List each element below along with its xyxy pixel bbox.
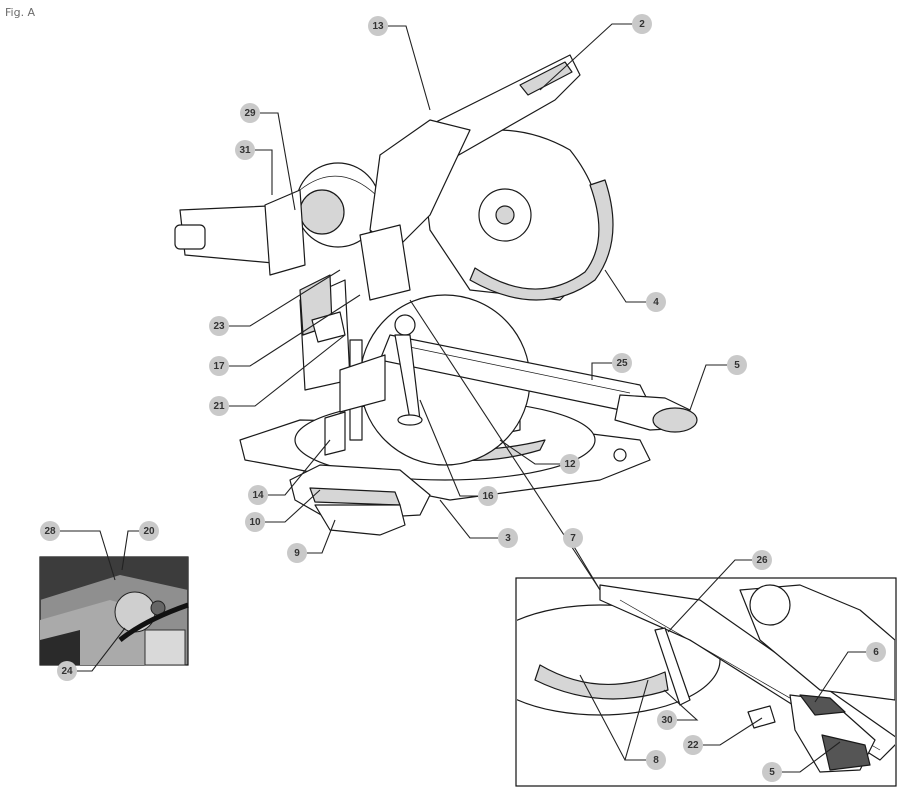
callout-number: 21: [213, 401, 225, 412]
inset-left: [39, 556, 189, 666]
callout-layer: 13 2 29 31 4 23 17 25 5 21 12 14 16 10 3 9 7 28 20 24 26 6 30 2…: [40, 14, 886, 782]
callout-c28: 28: [40, 521, 60, 541]
callout-c7: 7: [563, 528, 583, 548]
callout-number: 14: [252, 490, 264, 501]
callout-circle: [209, 316, 229, 336]
callout-number: 29: [244, 108, 256, 119]
callout-number: 8: [653, 755, 659, 766]
callout-circle: [657, 710, 677, 730]
callout-number: 26: [756, 555, 768, 566]
callout-c23: 23: [209, 316, 229, 336]
callout-circle: [498, 528, 518, 548]
callout-circle: [632, 14, 652, 34]
callout-circle: [40, 521, 60, 541]
callout-circle: [646, 292, 666, 312]
callout-c8: 8: [646, 750, 666, 770]
callout-number: 24: [61, 666, 73, 677]
callout-c5b: 5: [762, 762, 782, 782]
callout-number: 23: [213, 321, 225, 332]
callout-number: 3: [505, 533, 511, 544]
callout-circle: [57, 661, 77, 681]
callout-number: 2: [639, 19, 645, 30]
callout-c24: 24: [57, 661, 77, 681]
callout-number: 4: [653, 297, 659, 308]
callout-number: 30: [661, 715, 673, 726]
callout-c3: 3: [498, 528, 518, 548]
callout-circle: [727, 355, 747, 375]
callout-circle: [560, 454, 580, 474]
callout-circle: [235, 140, 255, 160]
carry-handle-end: [652, 407, 698, 433]
callout-c26: 26: [752, 550, 772, 570]
front-foot: [314, 504, 406, 536]
saw-illustration: [174, 54, 698, 536]
callout-c9: 9: [287, 543, 307, 563]
callout-circle: [752, 550, 772, 570]
callout-number: 6: [873, 647, 879, 658]
callout-circle: [245, 512, 265, 532]
callout-c10: 10: [245, 512, 265, 532]
callout-number: 22: [687, 740, 699, 751]
leader-lines: [60, 23, 866, 773]
callout-number: 13: [372, 21, 384, 32]
callout-number: 20: [143, 526, 155, 537]
callout-circle: [612, 353, 632, 373]
callout-circle: [683, 735, 703, 755]
inset-right: [515, 577, 897, 787]
callout-c12: 12: [560, 454, 580, 474]
callout-number: 28: [44, 526, 56, 537]
callout-number: 7: [570, 533, 576, 544]
figure-label: Fig. A: [5, 6, 36, 19]
callout-c6: 6: [866, 642, 886, 662]
blade-teeth: [469, 179, 614, 301]
callout-number: 16: [482, 491, 494, 502]
callout-c17: 17: [209, 356, 229, 376]
callout-circle: [762, 762, 782, 782]
callout-c20: 20: [139, 521, 159, 541]
callout-c16: 16: [478, 486, 498, 506]
callout-c5a: 5: [727, 355, 747, 375]
callout-circle: [240, 103, 260, 123]
callout-circle: [139, 521, 159, 541]
saw-arm: [369, 119, 471, 251]
callout-c21: 21: [209, 396, 229, 416]
callout-circle: [209, 396, 229, 416]
callout-circle: [209, 356, 229, 376]
callout-c25: 25: [612, 353, 632, 373]
callout-circle: [248, 485, 268, 505]
callout-circle: [287, 543, 307, 563]
callout-c2: 2: [632, 14, 652, 34]
callout-number: 5: [734, 360, 740, 371]
callout-number: 25: [616, 358, 628, 369]
callout-c30: 30: [657, 710, 677, 730]
callout-c31: 31: [235, 140, 255, 160]
callout-number: 5: [769, 767, 775, 778]
depth-stop: [359, 224, 411, 301]
callout-number: 10: [249, 517, 261, 528]
motor-cap: [264, 189, 306, 276]
callout-number: 9: [294, 548, 300, 559]
callout-number: 12: [564, 459, 576, 470]
callout-circle: [646, 750, 666, 770]
callout-c4: 4: [646, 292, 666, 312]
callout-circle: [478, 486, 498, 506]
callout-circle: [866, 642, 886, 662]
callout-number: 17: [213, 361, 225, 372]
callout-c22: 22: [683, 735, 703, 755]
fence: [324, 411, 346, 456]
callout-c13: 13: [368, 16, 388, 36]
callout-c29: 29: [240, 103, 260, 123]
callout-c14: 14: [248, 485, 268, 505]
callout-number: 31: [239, 145, 251, 156]
callout-circle: [368, 16, 388, 36]
callout-circle: [563, 528, 583, 548]
